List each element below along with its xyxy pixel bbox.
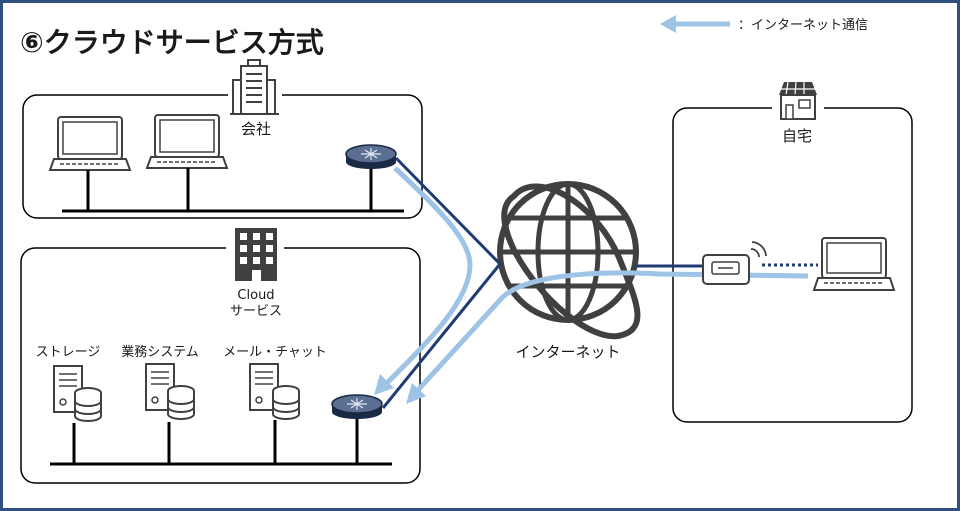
office-building-icon <box>228 59 282 118</box>
internet-traffic-lines <box>374 166 809 404</box>
cloud-router-icon <box>331 394 383 419</box>
cloud-box <box>20 247 421 484</box>
server-mail-icon <box>249 363 300 420</box>
globe-icon <box>497 181 641 340</box>
page-title: ⑥クラウドサービス方式 <box>20 26 324 59</box>
company-box <box>22 94 423 219</box>
company-label: 会社 <box>241 120 271 138</box>
dark-connection-lines <box>381 156 818 409</box>
cloud-label-line2: サービス <box>230 304 282 319</box>
home-laptop-icon <box>812 237 896 291</box>
wifi-router-icon <box>702 241 767 285</box>
legend-label: ：インターネット通信 <box>738 18 868 33</box>
server-business-label: 業務システム <box>121 344 199 360</box>
company-laptop-2-icon <box>145 114 229 169</box>
server-business-icon <box>145 363 195 420</box>
company-lan <box>62 168 404 213</box>
cloud-lan <box>50 418 392 466</box>
company-router-icon <box>345 144 397 169</box>
cloud-label-line1: Cloud <box>237 288 274 303</box>
server-mail-label: メール・チャット <box>223 345 327 360</box>
server-storage-label: ストレージ <box>36 345 101 360</box>
legend-arrow-head-icon <box>660 15 676 33</box>
traffic-arrow-head-2-icon <box>406 383 426 404</box>
company-laptop-1-icon <box>48 116 132 171</box>
legend: ：インターネット通信 <box>660 15 868 33</box>
server-storage-icon <box>53 365 102 422</box>
datacenter-building-icon <box>226 228 284 284</box>
home-label: 自宅 <box>782 127 812 145</box>
house-icon <box>772 80 824 128</box>
traffic-arrow-head-icon <box>374 374 394 395</box>
internet-label: インターネット <box>515 343 620 361</box>
